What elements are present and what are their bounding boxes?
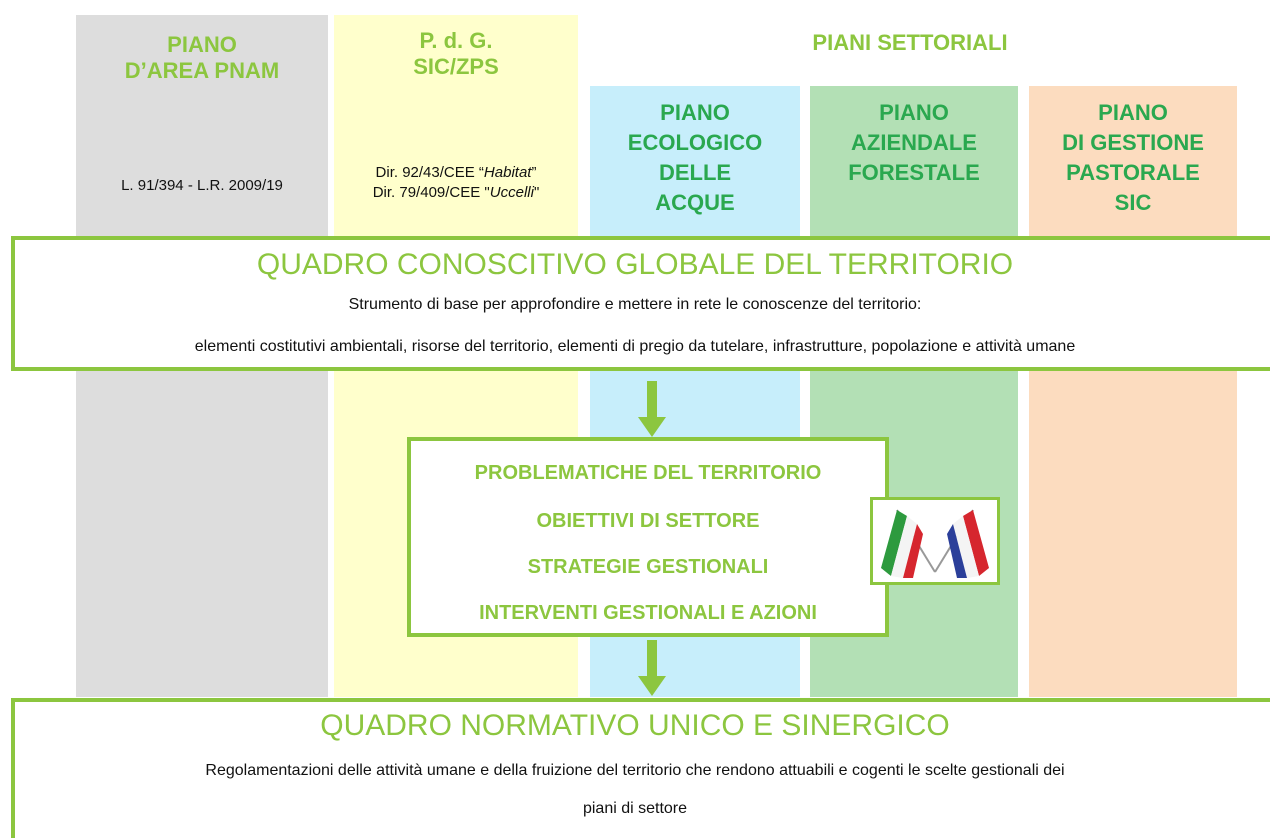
header-line: DI GESTIONE	[1062, 130, 1204, 155]
header-line: DELLE	[658, 160, 732, 185]
reference-pdg: Dir. 92/43/CEE “Habitat” Dir. 79/409/CEE…	[334, 163, 578, 203]
quadro-conoscitivo-line2: elementi costitutivi ambientali, risorse…	[194, 338, 1076, 355]
process-item-strategie: STRATEGIE GESTIONALI	[527, 556, 769, 578]
header-line: FORESTALE	[848, 160, 980, 185]
process-item-obiettivi: OBIETTIVI DI SETTORE	[536, 510, 760, 532]
header-piano-pastorale: PIANO DI GESTIONE PASTORALE SIC	[1029, 98, 1237, 218]
header-line: ACQUE	[655, 190, 735, 215]
quadro-normativo-line1: Regolamentazioni delle attività umane e …	[205, 762, 1065, 779]
header-pdg: P. d. G. SIC/ZPS	[334, 28, 578, 80]
down-arrow-icon	[638, 640, 666, 696]
header-line: D’AREA PNAM	[124, 58, 280, 83]
header-piano-area-pnam: PIANO D’AREA PNAM	[76, 32, 328, 84]
header-piani-settoriali: PIANI SETTORIALI	[590, 30, 1230, 56]
header-piano-aziendale: PIANO AZIENDALE FORESTALE	[810, 98, 1018, 188]
header-line: PIANO	[167, 32, 237, 57]
quadro-normativo-box	[11, 698, 1270, 838]
reference-text: ”	[531, 164, 537, 181]
header-line: PIANO	[660, 100, 730, 125]
reference-text: "	[533, 184, 540, 201]
quadro-conoscitivo-box	[11, 236, 1270, 371]
header-line: SIC/ZPS	[413, 54, 499, 79]
header-line: PIANO	[879, 100, 949, 125]
header-line: PASTORALE	[1066, 160, 1200, 185]
reference-italic: Uccelli	[489, 184, 534, 201]
italy-france-flags-icon	[870, 497, 1000, 585]
header-line: ECOLOGICO	[627, 130, 763, 155]
header-line: SIC	[1114, 190, 1152, 215]
header-line: PIANO	[1098, 100, 1168, 125]
reference-text: Dir. 92/43/CEE “	[375, 164, 484, 181]
reference-pnam: L. 91/394 - L.R. 2009/19	[121, 177, 283, 194]
reference-line: Dir. 92/43/CEE “Habitat”	[334, 163, 578, 183]
quadro-conoscitivo-line1: Strumento di base per approfondire e met…	[348, 296, 922, 313]
quadro-normativo-title: QUADRO NORMATIVO UNICO E SINERGICO	[320, 709, 950, 742]
column-piano-pastorale	[1029, 86, 1237, 697]
header-piano-ecologico: PIANO ECOLOGICO DELLE ACQUE	[590, 98, 800, 218]
reference-text: Dir. 79/409/CEE "	[372, 184, 490, 201]
reference-line: Dir. 79/409/CEE "Uccelli"	[334, 183, 578, 203]
header-line: AZIENDALE	[851, 130, 977, 155]
header-line: PIANI SETTORIALI	[812, 30, 1008, 55]
quadro-normativo-line2: piani di settore	[582, 800, 688, 817]
reference-italic: Habitat	[483, 164, 532, 181]
process-item-interventi: INTERVENTI GESTIONALI E AZIONI	[479, 602, 817, 624]
down-arrow-icon	[638, 381, 666, 437]
process-item-problematiche: PROBLEMATICHE DEL TERRITORIO	[474, 462, 822, 484]
quadro-conoscitivo-title: QUADRO CONOSCITIVO GLOBALE DEL TERRITORI…	[256, 248, 1014, 281]
process-box	[407, 437, 889, 637]
header-line: P. d. G.	[419, 28, 493, 53]
